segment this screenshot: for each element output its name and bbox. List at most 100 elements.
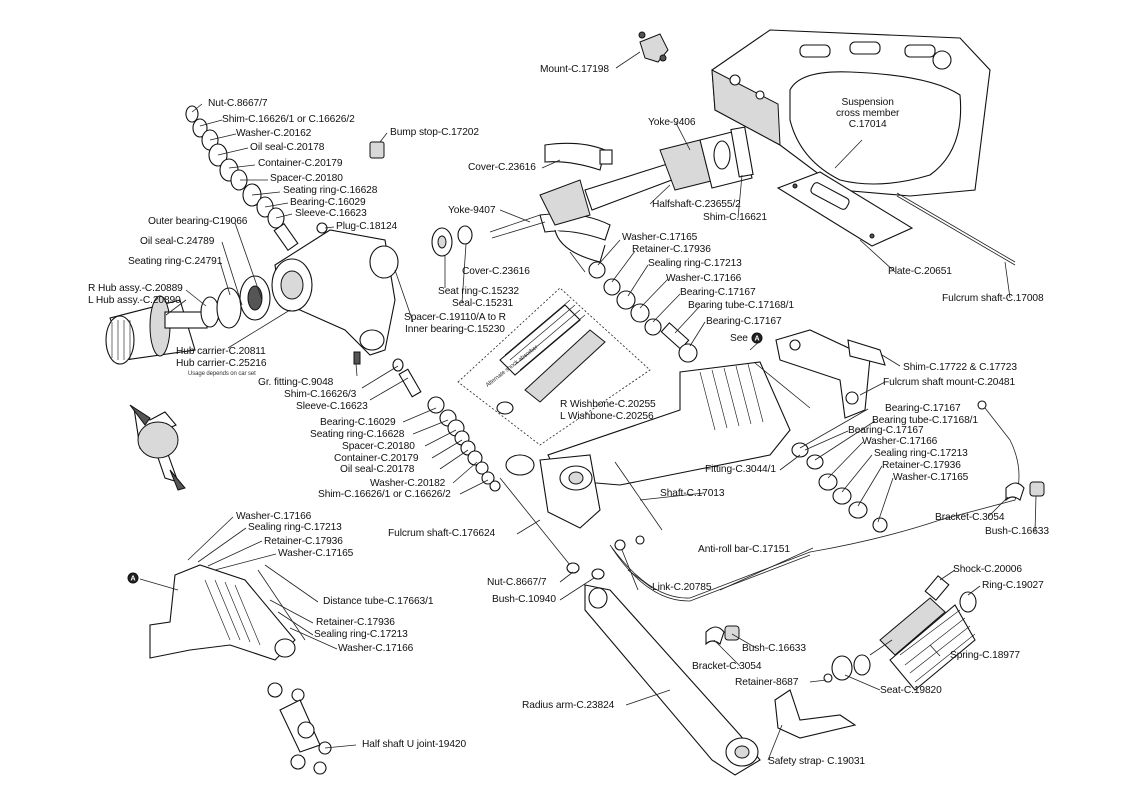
bump-stop-drawing	[369, 141, 385, 159]
label-hub-carrier-l: Hub carrier-C.25216	[176, 358, 267, 369]
radius-arm-drawing	[584, 584, 761, 776]
fulcrum-shaft-drawing	[499, 362, 811, 574]
label-halfshaft: Halfshaft-C.23655/2	[652, 199, 741, 210]
label-plug: Plug-C.18124	[336, 221, 398, 232]
label-bearing-r1: Bearing-C.17167	[885, 403, 961, 414]
label-sealing-ring-left: Sealing ring-C.17213	[248, 522, 342, 533]
circle-a-marker: A	[127, 572, 139, 584]
label-container-top: Container-C.20179	[258, 158, 343, 169]
label-bush-10940: Bush-C.10940	[492, 594, 556, 605]
bracket-bush-right	[1005, 481, 1045, 502]
label-seat-19820: Seat-C.19820	[880, 685, 942, 696]
label-washer-17166: Washer-C.17166	[666, 273, 742, 284]
label-bump-stop: Bump stop-C.17202	[390, 127, 479, 138]
label-fulcrum-shaft-17008: Fulcrum shaft-C.17008	[942, 293, 1044, 304]
label-gr-fitting: Gr. fitting-C.9048	[258, 377, 334, 388]
label-half-shaft-u-joint: Half shaft U joint-19420	[362, 739, 467, 750]
u-joint-drawing	[267, 682, 332, 775]
label-r-hub: R Hub assy.-C.20889	[88, 283, 183, 294]
label-washer-r2: Washer-C.17165	[893, 472, 969, 483]
label-seating-ring-24791: Seating ring-C.24791	[128, 256, 223, 267]
label-sealing-ring-r: Sealing ring-C.17213	[874, 448, 968, 459]
label-washer-left: Washer-C.17166	[236, 511, 312, 522]
label-cover-top: Cover-C.23616	[468, 162, 536, 173]
grease-fitting-drawing	[353, 351, 361, 365]
label-bracket-3054-r: Bracket-C.3054	[935, 512, 1005, 523]
label-retainer-17936: Retainer-C.17936	[632, 244, 711, 255]
label-link: Link-C.20785	[652, 582, 712, 593]
label-washer-r: Washer-C.17166	[862, 436, 938, 447]
label-fulcrum-shaft-17624: Fulcrum shaft-C.176624	[388, 528, 496, 539]
label-washer-20162: Washer-C.20162	[236, 128, 312, 139]
label-container-mid: Container-C.20179	[334, 453, 419, 464]
label-spacer-mid: Spacer-C.20180	[342, 441, 415, 452]
label-nut-top: Nut-C.8667/7	[208, 98, 268, 109]
label-bush-16633-r: Bush-C.16633	[985, 526, 1049, 537]
safety-strap-drawing	[774, 689, 857, 739]
label-hub-carrier-r: Hub carrier-C.20811	[176, 346, 266, 357]
label-seating-ring-top: Seating ring-C.16628	[283, 185, 378, 196]
hub-assembly-drawing	[105, 295, 208, 365]
shock-insert-drawing	[457, 287, 651, 446]
svg-text:A: A	[131, 576, 136, 583]
mount-drawing	[638, 31, 669, 63]
wishbone-drawing	[505, 361, 791, 529]
label-fulcrum-shaft-mount: Fulcrum shaft mount-C.20481	[883, 377, 1016, 388]
wishbone-detail-left	[149, 564, 306, 661]
washer-stack-right	[791, 442, 888, 533]
label-l-hub: L Hub assy.-C.20890	[88, 295, 181, 306]
label-mount: Mount-C.17198	[540, 64, 609, 75]
label-hub-note: Usage depends on car set	[188, 371, 256, 377]
halfshaft-drawing	[489, 126, 754, 263]
label-bearing-17167b: Bearing-C.17167	[706, 316, 782, 327]
label-spacer-19110: Spacer-C.19110/A to R	[404, 312, 506, 323]
label-radius-arm: Radius arm-C.23824	[522, 700, 615, 711]
label-sealing-ring-left2: Sealing ring-C.17213	[314, 629, 408, 640]
label-shim-bottom: Shim-C.16626/1 or C.16626/2	[318, 489, 451, 500]
label-bearing-tube-r: Bearing tube-C.17168/1	[872, 415, 978, 426]
label-sleeve-mid: Sleeve-C.16623	[296, 401, 368, 412]
inner-bearing-seals	[431, 225, 473, 257]
anti-roll-bar-drawing	[609, 400, 1020, 602]
label-shim-top: Shim-C.16626/1 or C.16626/2	[222, 114, 355, 125]
label-bearing-17167: Bearing-C.17167	[680, 287, 756, 298]
label-washer-mid: Washer-C.20182	[370, 478, 446, 489]
label-retainer-left2: Retainer-C.17936	[316, 617, 395, 628]
washer-stack-top	[185, 105, 328, 252]
label-plate: Plate-C.20651	[888, 266, 952, 277]
label-outer-bearing: Outer bearing-C19066	[148, 216, 248, 227]
plate-drawing	[776, 171, 914, 247]
label-l-wishbone: L Wishbone-C.20256	[560, 411, 654, 422]
label-oil-seal-mid: Oil seal-C.20178	[340, 464, 415, 475]
label-retainer-r: Retainer-C.17936	[882, 460, 961, 471]
label-ring-19027: Ring-C.19027	[982, 580, 1044, 591]
cross-member-drawing	[711, 29, 991, 197]
label-shim-17722: Shim-C.17722 & C.17723	[903, 362, 1017, 373]
leader-lines	[139, 51, 1037, 761]
label-bush-16633-b: Bush-C.16633	[742, 643, 806, 654]
label-distance-tube: Distance tube-C.17663/1	[323, 596, 434, 607]
label-inner-bearing: Inner bearing-C.15230	[405, 324, 505, 335]
label-seat-ring: Seat ring-C.15232	[438, 286, 519, 297]
shock-spring-drawing	[823, 575, 977, 691]
label-bearing-r2: Bearing-C.17167	[848, 425, 924, 436]
hub-seals	[200, 275, 271, 329]
label-yoke-9407: Yoke-9407	[448, 205, 496, 216]
label-oil-seal-top: Oil seal-C.20178	[250, 142, 325, 153]
washer-stack-center-right	[588, 261, 698, 363]
label-bearing-tube: Bearing tube-C.17168/1	[688, 300, 794, 311]
label-washer-left3: Washer-C.17166	[338, 643, 414, 654]
label-see-a: See	[730, 333, 748, 344]
label-spring: Spring-C.18977	[950, 650, 1020, 661]
label-bearing-mid: Bearing-C.16029	[320, 417, 396, 428]
washer-stack-mid	[392, 358, 501, 492]
label-sleeve-top: Sleeve-C.16623	[295, 208, 367, 219]
fulcrum-mount-drawing	[775, 329, 886, 419]
label-fitting: Fitting-C.3044/1	[705, 464, 776, 475]
knockoff-spinner-drawing	[129, 404, 186, 491]
fulcrum-shaft-17008-drawing	[896, 192, 1016, 266]
label-bearing-top: Bearing-C.16029	[290, 197, 366, 208]
label-seating-ring-mid: Seating ring-C.16628	[310, 429, 405, 440]
label-cover-bottom: Cover-C.23616	[462, 266, 530, 277]
